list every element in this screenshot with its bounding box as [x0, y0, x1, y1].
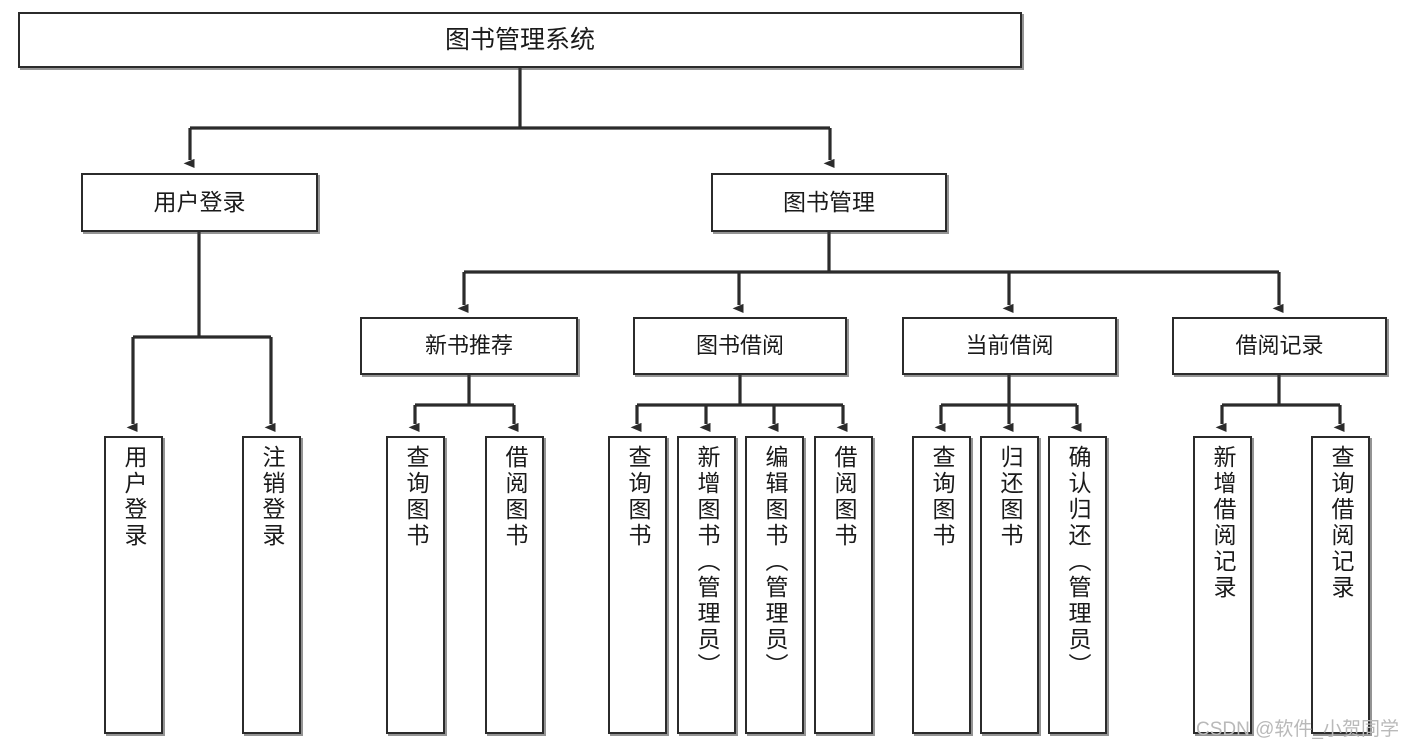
leaf-query-book-c[interactable]: 查询图书 [912, 436, 971, 734]
leaf-confirm-return-admin-label: 确认归还（管理员） [1065, 445, 1091, 679]
leaf-borrow-book-a-label: 借阅图书 [502, 445, 528, 549]
leaf-logout-label: 注销登录 [259, 445, 285, 549]
leaf-confirm-return-admin[interactable]: 确认归还（管理员） [1048, 436, 1107, 734]
leaf-query-book-a[interactable]: 查询图书 [386, 436, 445, 734]
node-borrow-record-label: 借阅记录 [1235, 332, 1324, 358]
node-book-manage-label: 图书管理 [783, 188, 875, 215]
node-new-book-recommend-label: 新书推荐 [424, 332, 513, 358]
leaf-query-borrow-record[interactable]: 查询借阅记录 [1311, 436, 1370, 734]
node-user-login-label: 用户登录 [153, 188, 246, 215]
node-book-borrow-label: 图书借阅 [695, 332, 784, 358]
node-user-login[interactable]: 用户登录 [81, 173, 318, 232]
node-current-borrow[interactable]: 当前借阅 [902, 317, 1117, 375]
leaf-query-book-b-label: 查询图书 [625, 445, 651, 549]
node-book-manage[interactable]: 图书管理 [711, 173, 947, 232]
leaf-user-login[interactable]: 用户登录 [104, 436, 163, 734]
leaf-logout[interactable]: 注销登录 [242, 436, 301, 734]
node-current-borrow-label: 当前借阅 [965, 332, 1054, 358]
leaf-add-book-admin-label: 新增图书（管理员） [694, 445, 720, 679]
node-root-label: 图书管理系统 [444, 26, 595, 54]
node-borrow-record[interactable]: 借阅记录 [1172, 317, 1387, 375]
leaf-edit-book-admin-label: 编辑图书（管理员） [762, 445, 788, 679]
node-new-book-recommend[interactable]: 新书推荐 [360, 317, 578, 375]
leaf-return-book[interactable]: 归还图书 [980, 436, 1039, 734]
leaf-add-borrow-record-label: 新增借阅记录 [1210, 445, 1236, 601]
leaf-query-book-c-label: 查询图书 [929, 445, 955, 549]
leaf-return-book-label: 归还图书 [997, 445, 1023, 549]
leaf-query-book-a-label: 查询图书 [403, 445, 429, 549]
node-book-borrow[interactable]: 图书借阅 [633, 317, 847, 375]
leaf-borrow-book-a[interactable]: 借阅图书 [485, 436, 544, 734]
leaf-borrow-book-b[interactable]: 借阅图书 [814, 436, 873, 734]
leaf-add-book-admin[interactable]: 新增图书（管理员） [677, 436, 736, 734]
leaf-query-borrow-record-label: 查询借阅记录 [1328, 445, 1354, 601]
leaf-query-book-b[interactable]: 查询图书 [608, 436, 667, 734]
leaf-edit-book-admin[interactable]: 编辑图书（管理员） [745, 436, 804, 734]
leaf-borrow-book-b-label: 借阅图书 [831, 445, 857, 549]
leaf-user-login-label: 用户登录 [121, 445, 147, 549]
node-root[interactable]: 图书管理系统 [18, 12, 1022, 68]
leaf-add-borrow-record[interactable]: 新增借阅记录 [1193, 436, 1252, 734]
